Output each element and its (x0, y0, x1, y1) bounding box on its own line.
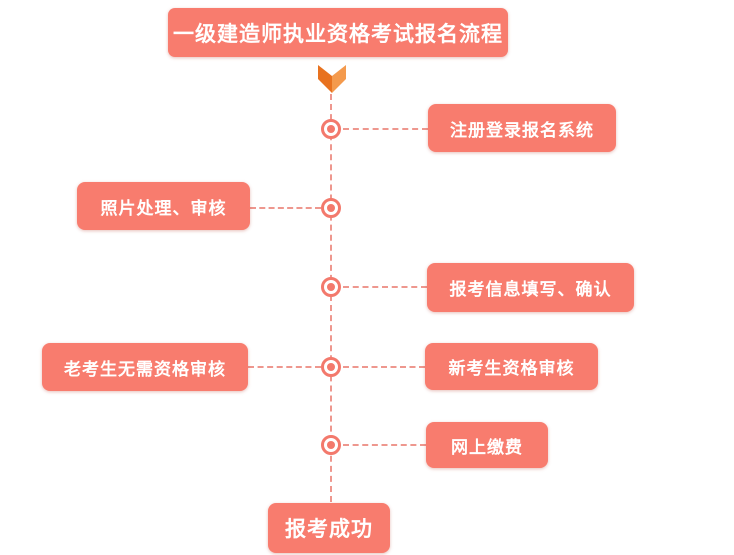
result-box-success: 报考成功 (268, 503, 390, 553)
step-box-new-candidate-review: 新考生资格审核 (425, 343, 598, 390)
step-label: 网上缴费 (451, 437, 523, 457)
connector-step3-right (343, 286, 427, 288)
step-label: 报考信息填写、确认 (449, 280, 612, 299)
step-label: 老考生无需资格审核 (64, 359, 226, 379)
flow-node-2 (321, 198, 341, 218)
title-label: 一级建造师执业资格考试报名流程 (173, 22, 503, 46)
title-box: 一级建造师执业资格考试报名流程 (168, 8, 508, 57)
flow-node-dot (327, 283, 335, 291)
flow-node-dot (327, 363, 335, 371)
step-box-register-login: 注册登录报名系统 (428, 104, 616, 152)
connector-step1-right (343, 128, 428, 130)
step-box-photo-review: 照片处理、审核 (77, 182, 250, 230)
flow-line-vertical (330, 94, 332, 502)
connector-step2-left (250, 207, 321, 209)
result-label: 报考成功 (285, 518, 373, 541)
step-label: 新考生资格审核 (448, 359, 575, 378)
step-box-online-payment: 网上缴费 (426, 422, 548, 468)
flow-node-5 (321, 435, 341, 455)
chevron-down-icon (318, 65, 346, 93)
flow-node-4 (321, 357, 341, 377)
step-label: 照片处理、审核 (100, 198, 227, 218)
flow-node-dot (327, 204, 335, 212)
flow-node-dot (327, 441, 335, 449)
flow-node-3 (321, 277, 341, 297)
step-box-old-candidate-no-review: 老考生无需资格审核 (42, 343, 248, 391)
step-label: 注册登录报名系统 (450, 120, 594, 140)
connector-step4-right (343, 366, 425, 368)
step-box-info-confirm: 报考信息填写、确认 (427, 263, 634, 312)
connector-step4-left (248, 366, 321, 368)
connector-step5-right (343, 444, 426, 446)
flow-node-1 (321, 119, 341, 139)
flow-node-dot (327, 125, 335, 133)
